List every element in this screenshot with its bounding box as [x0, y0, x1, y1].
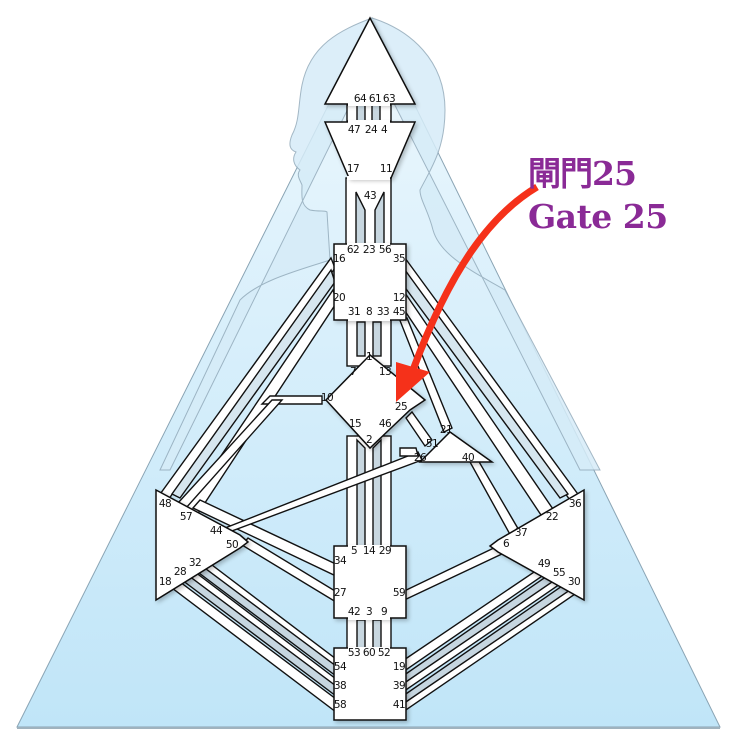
gate-label-8: 8 — [366, 306, 372, 318]
gate-label-22: 22 — [546, 511, 558, 523]
gate-label-59: 59 — [393, 587, 405, 599]
gate-label-44: 44 — [210, 525, 223, 537]
gate-label-34: 34 — [334, 555, 347, 567]
gate-label-31: 31 — [348, 306, 360, 318]
gate-label-49: 49 — [538, 558, 550, 570]
annotation-label-chinese: 閘門25 — [528, 154, 637, 193]
gate-label-36: 36 — [569, 498, 582, 510]
gate-label-16: 16 — [333, 253, 346, 265]
gate-label-43: 43 — [364, 190, 376, 202]
human-silhouette — [159, 17, 601, 471]
root-center — [333, 647, 407, 721]
gate-label-21: 21 — [440, 424, 452, 436]
gate-label-2: 2 — [366, 434, 372, 446]
gate-label-33: 33 — [377, 306, 389, 318]
gate-label-45: 45 — [393, 306, 405, 318]
solar-plexus-center — [488, 488, 585, 602]
gate-label-10: 10 — [321, 392, 333, 404]
gate-label-32: 32 — [189, 557, 201, 569]
centers — [155, 16, 585, 721]
gate-label-6: 6 — [503, 538, 510, 550]
gate-label-58: 58 — [334, 699, 346, 711]
gate-label-51: 51 — [426, 438, 438, 450]
gate-label-46: 46 — [379, 418, 392, 430]
gate-label-14: 14 — [363, 545, 376, 557]
gate-label-24: 24 — [365, 124, 378, 136]
gate-label-18: 18 — [159, 576, 171, 588]
gate-label-19: 19 — [393, 661, 405, 673]
gate-label-9: 9 — [381, 606, 387, 618]
gate-label-23: 23 — [363, 244, 375, 256]
spleen-center — [155, 488, 250, 602]
gate-label-20: 20 — [333, 292, 345, 304]
gate-label-28: 28 — [174, 566, 186, 578]
gate-label-13: 13 — [379, 366, 391, 378]
gate-label-56: 56 — [379, 244, 392, 256]
gate-label-1: 1 — [366, 351, 372, 363]
gate-label-54: 54 — [334, 661, 347, 673]
gate-label-42: 42 — [348, 606, 360, 618]
gate-label-15: 15 — [349, 418, 361, 430]
sacral-center — [333, 545, 407, 619]
gate-label-47: 47 — [348, 124, 360, 136]
gate-label-3: 3 — [366, 606, 372, 618]
gate-label-60: 60 — [363, 647, 375, 659]
gate-label-64: 64 — [354, 93, 367, 105]
gate-label-25: 25 — [395, 401, 407, 413]
gate-label-7: 7 — [350, 366, 356, 378]
gate-label-37: 37 — [515, 527, 527, 539]
gate-label-30: 30 — [568, 576, 580, 588]
gate-label-38: 38 — [334, 680, 346, 692]
gate-label-5: 5 — [351, 545, 357, 557]
g-center — [324, 353, 427, 450]
gate-label-41: 41 — [393, 699, 405, 711]
gate-label-27: 27 — [334, 587, 346, 599]
gate-label-48: 48 — [159, 498, 171, 510]
gate-label-39: 39 — [393, 680, 405, 692]
gate-label-53: 53 — [348, 647, 360, 659]
gate-label-55: 55 — [553, 567, 565, 579]
gate-label-63: 63 — [383, 93, 395, 105]
gate-label-50: 50 — [226, 539, 238, 551]
gate-label-52: 52 — [378, 647, 390, 659]
gate-label-29: 29 — [379, 545, 391, 557]
gate-label-4: 4 — [381, 124, 388, 136]
gate-label-35: 35 — [393, 253, 405, 265]
gate-label-26: 26 — [414, 452, 427, 464]
gate-label-62: 62 — [347, 244, 359, 256]
annotation-label-english: Gate 25 — [528, 197, 668, 236]
channels — [156, 104, 582, 716]
gate-label-11: 11 — [380, 163, 392, 175]
gate-label-57: 57 — [180, 511, 192, 523]
gate-label-61: 61 — [369, 93, 381, 105]
gate-label-40: 40 — [462, 452, 474, 464]
gate-label-17: 17 — [347, 163, 359, 175]
ego-center — [418, 431, 495, 463]
annotation-arrow — [396, 183, 539, 402]
gate-label-12: 12 — [393, 292, 405, 304]
